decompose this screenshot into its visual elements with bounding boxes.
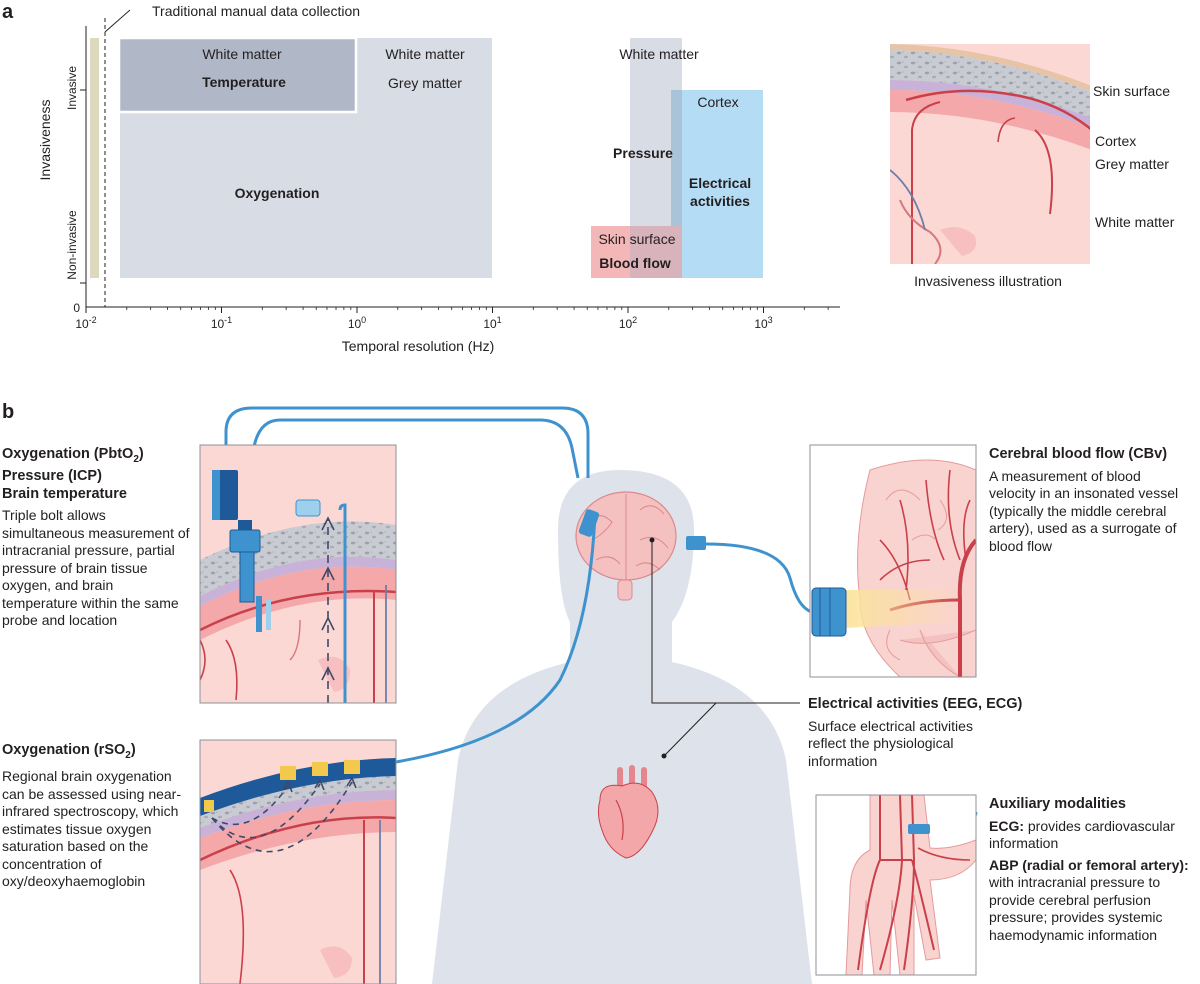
- y-label-invasive: Invasive: [65, 66, 79, 110]
- y-axis-label: Invasiveness: [37, 100, 53, 181]
- ecg-leader-dot: [661, 753, 667, 759]
- x-axis-label: Temporal resolution (Hz): [342, 338, 495, 354]
- illus-caption: Invasiveness illustration: [914, 273, 1062, 289]
- invasiveness-illustration: [890, 44, 1090, 264]
- oxygenation-tissue-white: White matter: [385, 46, 465, 62]
- nirs-inset: [200, 740, 396, 984]
- triple-bolt-inset: [200, 445, 396, 703]
- region-blood-pressure-overlap: [630, 226, 682, 278]
- triple-bolt-body: Triple bolt allows simultaneous measurem…: [2, 507, 190, 629]
- cbv-brain-inset: [810, 445, 976, 677]
- auxiliary-text: Auxiliary modalities ECG: provides cardi…: [989, 796, 1195, 944]
- x-tick-label: 102: [619, 315, 637, 331]
- panel-a-label: a: [2, 1, 14, 23]
- ecg-leader: [663, 702, 717, 757]
- nirs-sensor-head: [578, 509, 600, 537]
- nirs-text: Oxygenation (rSO2) Regional brain oxygen…: [2, 742, 194, 891]
- y-origin-label: 0: [73, 301, 80, 315]
- cbv-title: Cerebral blood flow (CBv): [989, 446, 1168, 462]
- eeg-body: Surface electrical activities reflect th…: [808, 717, 973, 769]
- auxiliary-abp: ABP (radial or femoral artery): with int…: [989, 856, 1189, 943]
- triple-bolt-title-2: Pressure (ICP): [2, 468, 102, 485]
- tcd-connector: [686, 536, 706, 550]
- x-tick-label: 101: [483, 315, 501, 331]
- eeg-leader: [651, 540, 800, 704]
- auxiliary-title: Auxiliary modalities: [989, 796, 1126, 812]
- manual-leader: [104, 9, 131, 33]
- triple-bolt-title-3: Brain temperature: [2, 485, 127, 502]
- temperature-label: Temperature: [202, 74, 286, 90]
- blood-flow-tissue-label: Skin surface: [598, 231, 675, 247]
- electrical-tissue-label: Cortex: [697, 94, 738, 110]
- y-label-noninvasive: Non-invasive: [65, 210, 79, 280]
- eeg-text: Electrical activities (EEG, ECG) Surface…: [808, 696, 1023, 770]
- illus-grey-label: Grey matter: [1095, 156, 1169, 172]
- triple-bolt-frame: [199, 444, 397, 704]
- blood-flow-label: Blood flow: [599, 255, 671, 271]
- x-ticks: 10-2 10-1 100 101 102 103: [75, 307, 829, 331]
- nirs-title: Oxygenation (rSO2): [2, 742, 136, 761]
- region-electrical: [671, 90, 763, 278]
- region-pressure-electrical-overlap: [671, 90, 682, 278]
- illus-white-label: White matter: [1095, 214, 1175, 230]
- cbv-text: Cerebral blood flow (CBv) A measurement …: [989, 446, 1189, 555]
- panel-b-label: b: [2, 401, 14, 423]
- nirs-frame: [199, 739, 397, 984]
- manual-collection-label: Traditional manual data collection: [152, 3, 360, 19]
- x-tick-label: 10-2: [75, 315, 96, 331]
- pressure-tissue-label: White matter: [619, 46, 699, 62]
- hand-frame: [815, 794, 977, 976]
- auxiliary-ecg: ECG: provides cardiovascular information: [989, 817, 1175, 852]
- x-tick-label: 10-1: [211, 315, 232, 331]
- temperature-tissue-label: White matter: [202, 46, 282, 62]
- heart-icon: [597, 765, 659, 859]
- manual-collection-band: [90, 38, 99, 278]
- head-brain-icon: [575, 491, 677, 601]
- electrical-label-line2: activities: [690, 193, 750, 209]
- oxygenation-label: Oxygenation: [235, 185, 320, 201]
- cbv-frame: [809, 444, 977, 678]
- tcd-probe: [811, 587, 847, 637]
- triple-bolt-text: Oxygenation (PbtO2) Pressure (ICP) Brain…: [2, 446, 192, 630]
- hand-inset: [816, 795, 976, 975]
- x-tick-label: 100: [348, 315, 366, 331]
- pressure-label: Pressure: [613, 145, 673, 161]
- illus-cortex-label: Cortex: [1095, 133, 1136, 149]
- illus-skin-label: Skin surface: [1093, 83, 1170, 99]
- nirs-body: Regional brain oxygenation can be assess…: [2, 768, 181, 890]
- oxygenation-tissue-grey: Grey matter: [388, 75, 462, 91]
- electrical-label-line1: Electrical: [689, 175, 751, 191]
- eeg-title: Electrical activities (EEG, ECG): [808, 696, 1023, 712]
- triple-bolt-title-1: Oxygenation (PbtO2): [2, 446, 144, 465]
- x-tick-label: 103: [754, 315, 772, 331]
- body-silhouette: [432, 470, 812, 984]
- cbv-body: A measurement of blood velocity in an in…: [989, 467, 1179, 554]
- region-temperature: [117, 36, 358, 114]
- eeg-leader-dot: [649, 537, 655, 543]
